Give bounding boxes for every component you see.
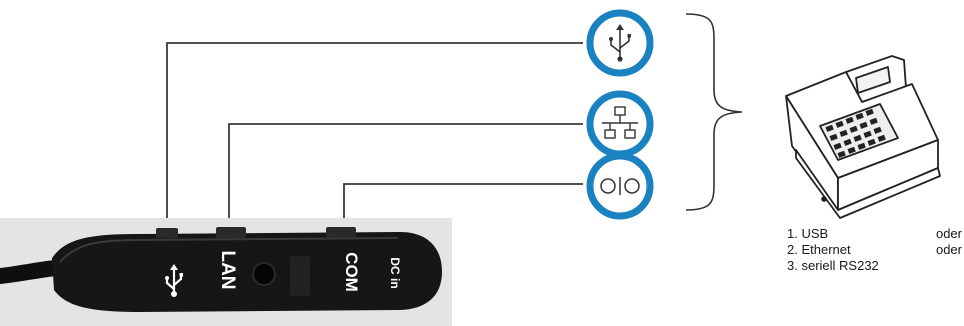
- lan-line: [228, 123, 583, 232]
- dc-in-port-label: DC in: [388, 257, 402, 288]
- usb-line: [166, 42, 583, 222]
- lan-port-label: LAN: [217, 250, 238, 289]
- usb-icon: [586, 9, 654, 77]
- list-item-name: seriell RS232: [801, 258, 879, 273]
- device-usb-symbol: [165, 268, 183, 292]
- list-item-number: 1.: [787, 226, 798, 241]
- list-item: 1. USB oder: [787, 226, 962, 242]
- ethernet-icon: [586, 90, 654, 158]
- interface-device: LAN COM DC in: [52, 227, 442, 312]
- list-item-conjunction: oder: [935, 242, 962, 257]
- connection-options-list: 1. USB oder 2. Ethernet oder 3. seriell …: [787, 226, 962, 274]
- list-item-number: 2.: [787, 242, 798, 257]
- list-item: 3. seriell RS232: [787, 258, 962, 274]
- list-item-name: Ethernet: [801, 242, 851, 257]
- serial-port-icon: [586, 152, 654, 220]
- list-item-number: 3.: [787, 258, 798, 273]
- cash-register-icon: [785, 55, 941, 219]
- com-port-label: COM: [342, 252, 361, 292]
- connector-lines: [166, 42, 583, 232]
- curly-brace: [685, 13, 743, 211]
- com-line: [343, 183, 583, 232]
- device-cable: [0, 260, 64, 284]
- list-item-name: USB: [801, 226, 829, 241]
- list-item: 2. Ethernet oder: [787, 242, 962, 258]
- list-item-conjunction: oder: [935, 226, 962, 241]
